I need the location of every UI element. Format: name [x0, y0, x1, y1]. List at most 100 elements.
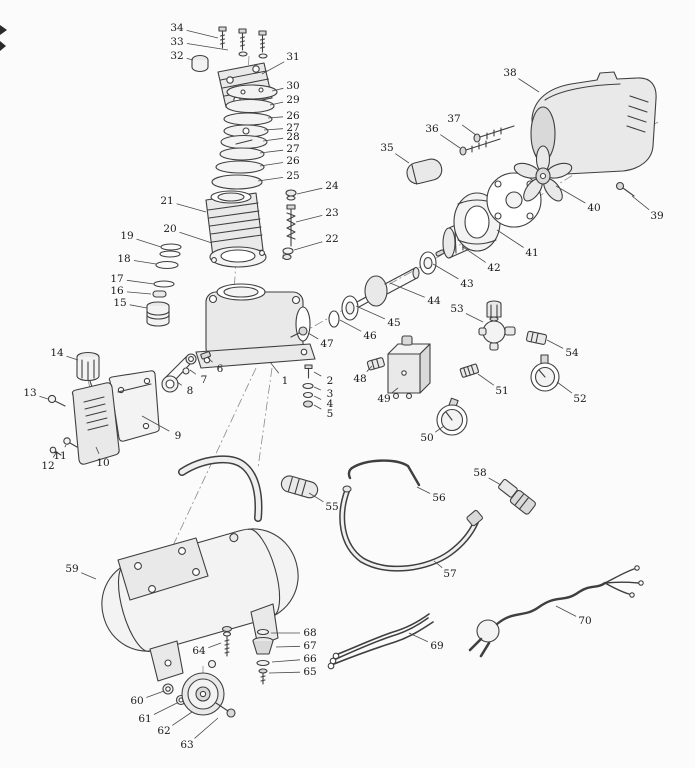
part-callout-35: 35 — [380, 142, 410, 164]
leader-line — [555, 605, 577, 617]
part-number-label: 27 — [286, 143, 299, 155]
part-callout-8: 8 — [176, 381, 194, 397]
connecting-rod — [161, 351, 211, 393]
leader-line — [555, 185, 586, 204]
part-callout-9: 9 — [141, 415, 181, 442]
part-number-label: 44 — [427, 295, 441, 307]
tank-group — [101, 528, 299, 682]
part-callout-66: 66 — [271, 653, 317, 665]
part-number-label: 54 — [565, 347, 579, 359]
part-number-label: 51 — [495, 385, 508, 397]
part-number-label: 69 — [430, 640, 443, 652]
part-callout-63: 63 — [180, 717, 219, 751]
leader-line — [172, 711, 193, 726]
part-callout-41: 41 — [496, 229, 539, 259]
part-callout-56: 56 — [416, 486, 446, 504]
piston-rings-pin — [146, 243, 182, 327]
leader-line — [477, 373, 495, 386]
leader-line — [461, 124, 477, 136]
leader-line — [262, 137, 284, 142]
part-callout-1: 1 — [269, 361, 288, 387]
part-number-label: 4 — [327, 398, 334, 410]
part-number-label: 46 — [363, 330, 377, 342]
part-number-label: 43 — [460, 278, 473, 290]
motor-bolts — [459, 125, 515, 156]
part-callout-49: 49 — [377, 387, 399, 405]
part-number-label: 55 — [325, 501, 338, 513]
part-callout-26: 26 — [259, 155, 300, 167]
part-number-label: 12 — [41, 460, 54, 472]
coupler-fittings — [498, 478, 536, 515]
valve-plate-stack — [211, 84, 278, 190]
part-callout-65: 65 — [268, 666, 317, 678]
leader-line — [355, 305, 386, 320]
part-callout-11: 11 — [53, 444, 67, 462]
leader-line — [176, 203, 207, 213]
leader-line — [389, 282, 425, 298]
part-callout-37: 37 — [447, 113, 477, 136]
part-callout-67: 67 — [275, 640, 317, 652]
part-number-label: 6 — [217, 363, 224, 375]
part-callout-7: 7 — [189, 369, 208, 386]
part-number-label: 7 — [201, 374, 208, 386]
part-number-label: 21 — [160, 195, 173, 207]
part-callout-27: 27 — [259, 143, 300, 155]
part-number-label: 70 — [578, 615, 591, 627]
part-number-label: 36 — [425, 123, 439, 135]
part-number-label: 53 — [450, 303, 463, 315]
part-callout-51: 51 — [477, 373, 509, 397]
part-callout-21: 21 — [160, 195, 207, 213]
part-number-label: 5 — [327, 408, 334, 420]
fan — [513, 145, 573, 202]
leader-line — [133, 260, 157, 265]
part-callout-40: 40 — [555, 185, 601, 214]
breather-cap — [191, 54, 209, 73]
part-callout-24: 24 — [296, 180, 339, 195]
part-callout-64: 64 — [192, 642, 222, 657]
leader-line — [408, 632, 429, 643]
part-number-label: 61 — [138, 713, 151, 725]
leader-line — [465, 313, 484, 323]
power-cord — [468, 565, 644, 658]
part-number-label: 52 — [573, 393, 586, 405]
part-callout-61: 61 — [138, 702, 178, 725]
leader-line — [141, 415, 170, 432]
leader-line — [313, 386, 321, 391]
part-callout-15: 15 — [113, 297, 148, 309]
cylinder-block — [205, 190, 267, 268]
part-number-label: 8 — [187, 385, 194, 397]
part-callout-45: 45 — [355, 305, 401, 329]
part-callout-5: 5 — [313, 404, 334, 420]
leader-line — [129, 304, 148, 309]
leader-line — [391, 387, 399, 394]
leader-line — [261, 61, 285, 75]
platform-bolt — [221, 625, 233, 657]
leader-line — [293, 241, 323, 251]
part-number-label: 39 — [650, 210, 663, 222]
part-callout-3: 3 — [313, 386, 333, 400]
part-callout-30: 30 — [271, 80, 300, 92]
leader-line — [546, 339, 564, 349]
part-number-label: 38 — [503, 67, 516, 79]
leader-line — [433, 560, 443, 569]
discharge-pipe — [339, 485, 483, 572]
handle-tube — [178, 455, 263, 522]
part-number-label: 41 — [525, 247, 538, 259]
part-number-label: 68 — [303, 627, 316, 639]
part-callout-22: 22 — [293, 233, 339, 251]
part-number-label: 48 — [353, 373, 366, 385]
leader-line — [153, 702, 178, 715]
leader-line — [259, 149, 284, 154]
part-callout-42: 42 — [462, 246, 501, 274]
wire-harness — [327, 613, 434, 670]
part-number-label: 33 — [170, 36, 183, 48]
pressure-gauge-side — [530, 354, 560, 392]
part-number-label: 62 — [157, 725, 170, 737]
leader-line — [313, 371, 322, 377]
leader-line — [66, 355, 79, 361]
part-callout-44: 44 — [389, 282, 441, 307]
part-callout-6: 6 — [207, 357, 224, 375]
part-callout-25: 25 — [257, 170, 300, 182]
part-callout-55: 55 — [308, 492, 339, 513]
